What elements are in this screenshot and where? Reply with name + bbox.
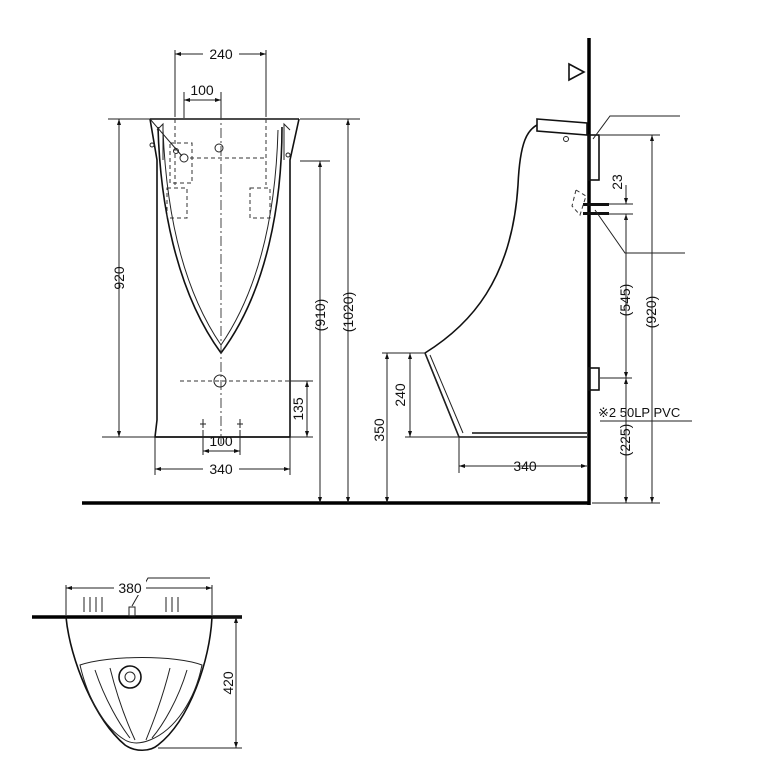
dim-height-top: (920) [643, 296, 659, 329]
dim-floor-outlet: 135 [290, 397, 306, 421]
dim-lip-height: 240 [392, 383, 408, 407]
side-body-outline [424, 124, 587, 438]
drain-fitting [588, 367, 600, 391]
front-view: 240 100 920 (910) (1020) 135 1 [102, 46, 360, 503]
dim-top-width-380: 380 [118, 580, 142, 596]
dim-height-feed: (545) [617, 284, 633, 317]
level-marker-icon [568, 62, 586, 82]
drain-note: ※2 50LP PVC [598, 405, 680, 420]
wall-bracket [588, 134, 600, 181]
top-bowl-outline [65, 616, 213, 752]
dim-top-depth-420: 420 [220, 671, 236, 695]
top-view: 380 420 [32, 577, 242, 752]
front-body-outline [149, 118, 300, 438]
dim-inlet-spacing: 100 [190, 82, 214, 98]
dim-height-body: 920 [111, 266, 127, 290]
dim-bottom-spacing: 100 [209, 433, 233, 449]
dim-height-inlet: (910) [312, 299, 328, 332]
top-drain [118, 665, 142, 689]
dim-depth: 340 [513, 458, 537, 474]
dim-base-width: 340 [209, 461, 233, 477]
dim-top-width: 240 [209, 46, 233, 62]
dim-height-total: (1020) [340, 292, 356, 332]
dim-feed-gap: 23 [609, 174, 625, 190]
side-view: 23 (545) (920) (225) ※2 50LP PVC 240 350 [371, 115, 692, 504]
dim-drain-height: (225) [617, 424, 633, 457]
dim-rim-height: 350 [371, 418, 387, 442]
